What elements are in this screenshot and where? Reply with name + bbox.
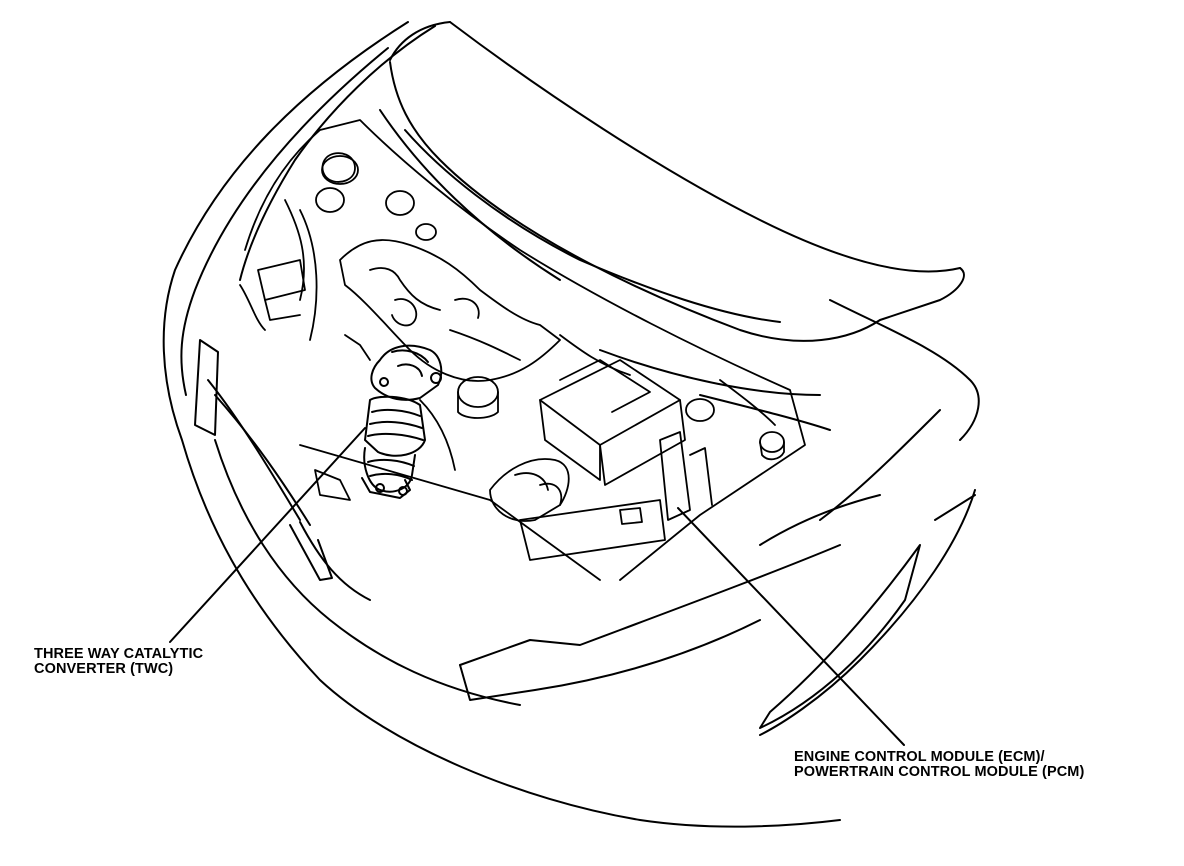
twc-leader-line <box>169 427 366 643</box>
ecm-label-line-1: ENGINE CONTROL MODULE (ECM)/ <box>794 749 1045 765</box>
twc-callout-label: THREE WAY CATALYTIC CONVERTER (TWC) <box>34 647 203 677</box>
catalytic-converter-illustration <box>361 344 443 499</box>
twc-label-line-1: THREE WAY CATALYTIC <box>34 646 204 662</box>
twc-label-line-2: CONVERTER (TWC) <box>34 661 174 677</box>
ecm-pcm-callout-label: ENGINE CONTROL MODULE (ECM)/ POWERTRAIN … <box>794 750 1084 780</box>
ecm-label-line-2: POWERTRAIN CONTROL MODULE (PCM) <box>794 764 1085 780</box>
ecm-leader-line <box>677 507 905 746</box>
engine-compartment <box>239 119 806 581</box>
leader-lines <box>169 427 905 746</box>
car-body-outline <box>162 21 980 828</box>
